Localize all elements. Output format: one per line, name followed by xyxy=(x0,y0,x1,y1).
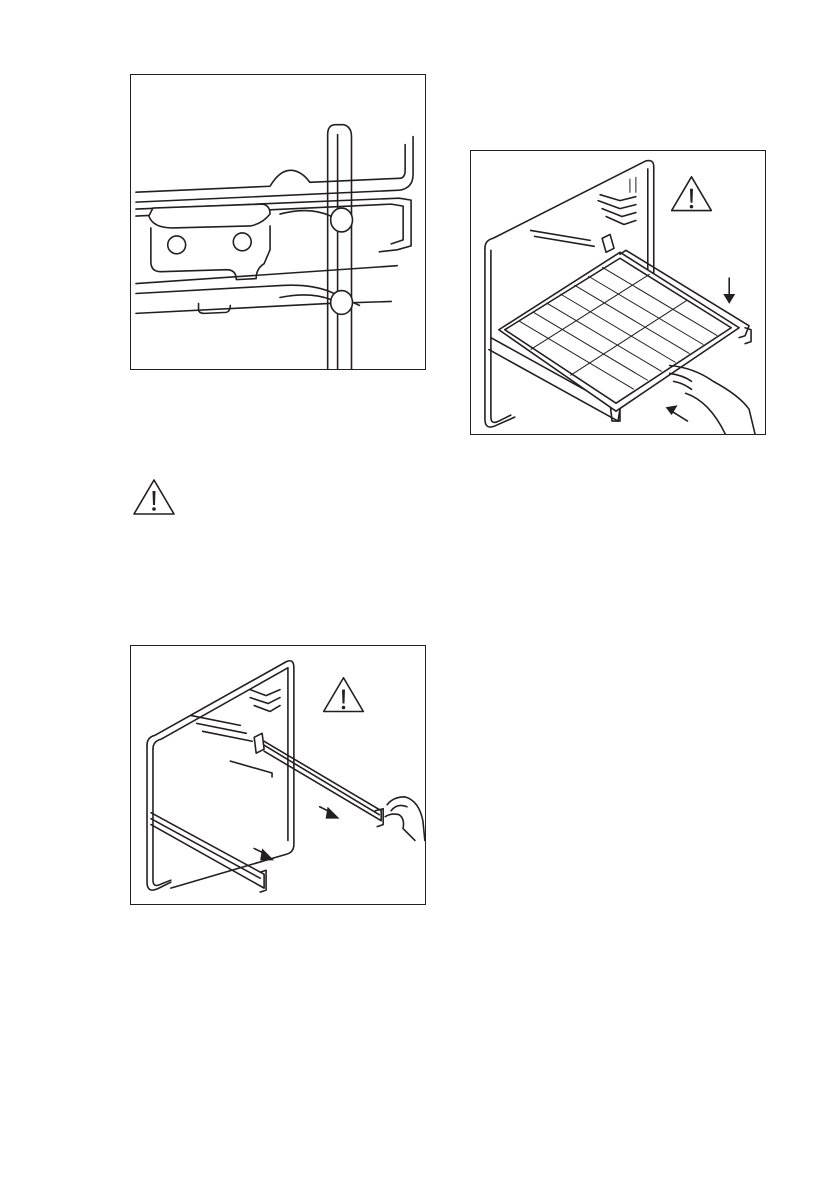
arrow-push-icon xyxy=(666,405,688,421)
shelf-insert-figure xyxy=(470,150,766,435)
arrow-pull-icon xyxy=(320,807,340,819)
arrow-down-icon xyxy=(723,278,735,304)
wire-shelf-insertion-illustration xyxy=(471,151,765,434)
rail-hook-detail-illustration xyxy=(131,75,425,369)
warning-triangle-icon xyxy=(672,177,712,211)
telescopic-rails-pull-illustration xyxy=(131,646,425,904)
arrow-pull-icon xyxy=(254,848,274,860)
rails-pull-figure xyxy=(130,645,426,905)
warning-triangle-icon xyxy=(324,678,364,712)
rail-detail-figure xyxy=(130,74,426,370)
warning-triangle-icon xyxy=(132,478,176,516)
